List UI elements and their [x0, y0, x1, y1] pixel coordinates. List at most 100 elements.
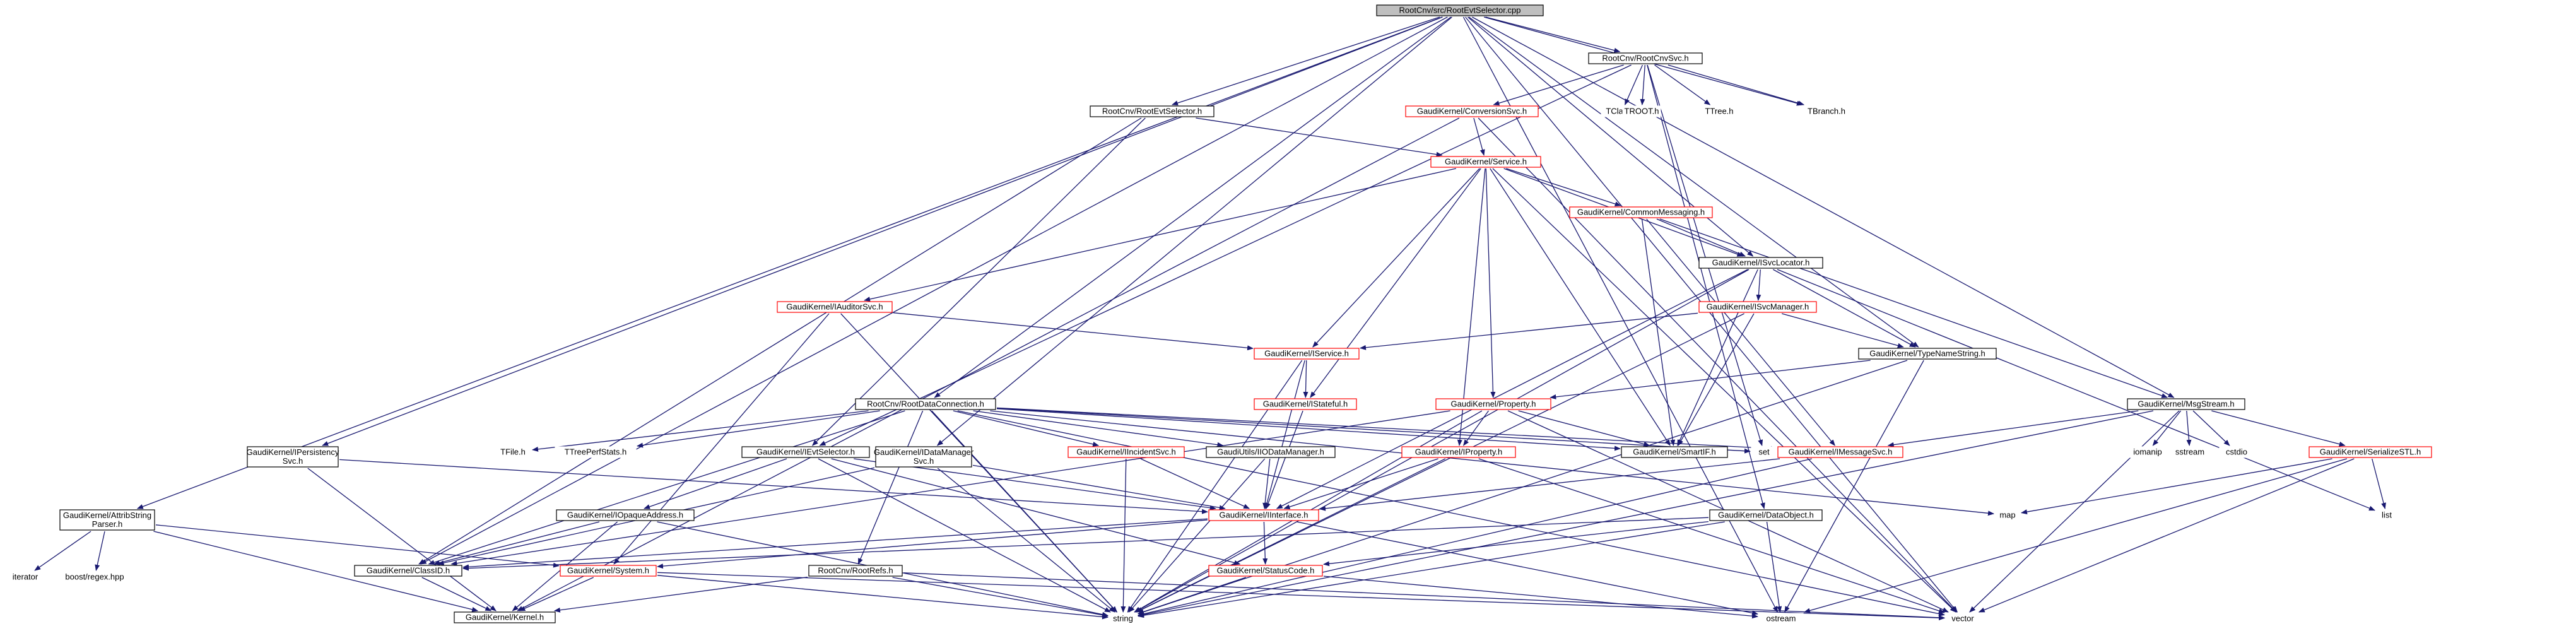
node-conversionsvc[interactable]: GaudiKernel/ConversionSvc.h [1405, 105, 1539, 117]
edge-istateful-to-iinterface [1266, 410, 1303, 509]
node-box [1758, 613, 1804, 625]
edge-isvclocator-to-list [1777, 269, 2375, 511]
node-iinterface[interactable]: GaudiKernel/IInterface.h [1208, 509, 1319, 521]
edge-iservice-to-istateful [1303, 360, 1309, 398]
node-iiodatamanager[interactable]: GaudiUtils/IIODataManager.h [1206, 446, 1336, 458]
node-imessagesvc[interactable]: GaudiKernel/IMessageSvc.h [1777, 446, 1903, 458]
node-label: cstdio [2226, 447, 2247, 457]
edge-property-to-smartif [1518, 410, 1650, 447]
node-map[interactable]: map [1994, 509, 2021, 521]
node-ostream[interactable]: ostream [1758, 613, 1804, 625]
node-iauditorsvc[interactable]: GaudiKernel/IAuditorSvc.h [777, 301, 893, 313]
node-box [1430, 156, 1541, 168]
edge-rootcnvsvc-to-set [1647, 64, 1763, 446]
node-ttreeperf[interactable]: TTreePerfStats.h [555, 446, 637, 458]
node-kernel[interactable]: GaudiKernel/Kernel.h [454, 611, 556, 623]
node-rootcnvsvc[interactable]: RootCnv/RootCnvSvc.h [1588, 52, 1703, 64]
node-rootdataconn[interactable]: RootCnv/RootDataConnection.h [855, 398, 996, 410]
node-string[interactable]: string [1109, 613, 1138, 625]
node-box [1206, 446, 1336, 458]
node-ievtselector[interactable]: GaudiKernel/IEvtSelector.h [741, 446, 870, 458]
edge-isvclocator-to-smartif [1677, 269, 1758, 446]
node-vector[interactable]: vector [1945, 613, 1980, 625]
edge-attribstring-to-iterator [34, 531, 91, 571]
node-label: TROOT.h [1625, 107, 1659, 116]
edge-serializestl-to-list [2372, 458, 2386, 509]
node-box [741, 446, 870, 458]
node-classid[interactable]: GaudiKernel/ClassID.h [354, 565, 462, 577]
node-label: GaudiKernel/SerializeSTL.h [2320, 447, 2421, 457]
node-box [2171, 446, 2209, 458]
node-iopaque[interactable]: GaudiKernel/IOpaqueAddress.h [556, 509, 695, 521]
edge-idatamanager-to-iinterface [972, 464, 1226, 510]
node-typenamestring[interactable]: GaudiKernel/TypeNameString.h [1858, 348, 1997, 360]
node-label: GaudiKernel/ConversionSvc.h [1417, 107, 1527, 116]
node-service[interactable]: GaudiKernel/Service.h [1430, 156, 1541, 168]
node-rootrefs[interactable]: RootCnv/RootRefs.h [808, 565, 903, 577]
node-cstdio[interactable]: cstdio [2219, 446, 2254, 458]
node-box [1435, 398, 1551, 410]
edge-root-to-msgstream [1472, 16, 2175, 398]
node-property[interactable]: GaudiKernel/Property.h [1435, 398, 1551, 410]
edge-root-to-rootevtsel [1172, 16, 1440, 105]
node-system[interactable]: GaudiKernel/System.h [560, 565, 657, 577]
edge-root-to-rootdataconn [934, 16, 1452, 398]
edge-service-to-iauditorsvc [864, 168, 1457, 302]
node-isvcmanager[interactable]: GaudiKernel/ISvcManager.h [1698, 301, 1817, 313]
node-label: GaudiKernel/IMessageSvc.h [1789, 447, 1893, 457]
node-box [2127, 398, 2245, 410]
node-iomanip[interactable]: iomanip [2128, 446, 2167, 458]
node-tfile[interactable]: TFile.h [494, 446, 532, 458]
edge-msgstream-to-string [1138, 410, 2154, 617]
node-dataobject[interactable]: GaudiKernel/DataObject.h [1709, 509, 1823, 521]
node-iincidentsvc[interactable]: GaudiKernel/IIncidentSvc.h [1067, 446, 1185, 458]
node-box [354, 565, 462, 577]
node-rootevtsel[interactable]: RootCnv/RootEvtSelector.h [1090, 105, 1214, 117]
node-root[interactable]: RootCnv/src/RootEvtSelector.cpp [1376, 4, 1544, 16]
edge-statuscode-to-ostream [1323, 575, 1758, 619]
node-box [1777, 446, 1903, 458]
edge-commonmsg-to-imessagesvc [1646, 218, 1835, 446]
node-label: iomanip [2133, 447, 2162, 457]
edge-rootcnvsvc-to-ievtselector [819, 64, 1632, 446]
node-box [777, 301, 893, 313]
node-iproperty[interactable]: GaudiKernel/IProperty.h [1401, 446, 1516, 458]
node-ttree[interactable]: TTree.h [1700, 105, 1738, 117]
node-statuscode[interactable]: GaudiKernel/StatusCode.h [1208, 565, 1323, 577]
node-commonmsg[interactable]: GaudiKernel/CommonMessaging.h [1569, 206, 1713, 218]
edge-iiodatamanager-to-iinterface [1262, 458, 1271, 509]
edge-imessagesvc-to-iinterface [1319, 458, 1780, 511]
node-label: RootCnv/RootEvtSelector.h [1102, 107, 1202, 116]
node-set[interactable]: set [1751, 446, 1777, 458]
node-label: GaudiKernel/IIncidentSvc.h [1076, 447, 1176, 457]
node-istateful[interactable]: GaudiKernel/IStateful.h [1254, 398, 1357, 410]
node-msgstream[interactable]: GaudiKernel/MsgStream.h [2127, 398, 2245, 410]
node-box [556, 509, 695, 521]
node-box [1700, 105, 1738, 117]
node-isvclocator[interactable]: GaudiKernel/ISvcLocator.h [1698, 257, 1823, 269]
edge-root-to-vector [1465, 16, 1958, 613]
node-iterator[interactable]: iterator [7, 571, 44, 583]
edge-isvclocator-to-string [1134, 269, 1750, 613]
edge-ipersistency-to-kernel [307, 468, 497, 611]
node-label: GaudiKernel/TypeNameString.h [1869, 349, 1985, 358]
node-iservice[interactable]: GaudiKernel/IService.h [1254, 348, 1360, 360]
node-boostregex[interactable]: boost/regex.hpp [57, 571, 132, 583]
edge-conversionsvc-to-service [1473, 117, 1485, 156]
node-smartif[interactable]: GaudiKernel/SmartIF.h [1621, 446, 1728, 458]
edge-rootcnvsvc-to-ttree [1654, 64, 1711, 105]
node-label: Svc.h [283, 456, 303, 466]
node-serializestl[interactable]: GaudiKernel/SerializeSTL.h [2308, 446, 2432, 458]
edge-isvclocator-to-iinterface [1276, 269, 1748, 509]
node-troot[interactable]: TROOT.h [1622, 105, 1661, 117]
edge-serializestl-to-map [2021, 458, 2332, 515]
node-label: map [1999, 510, 2015, 520]
edge-iinterface-to-system [657, 519, 1208, 569]
node-box [1254, 398, 1357, 410]
node-tbranch[interactable]: TBranch.h [1803, 105, 1850, 117]
node-list[interactable]: list [2375, 509, 2398, 521]
node-sstream[interactable]: sstream [2171, 446, 2209, 458]
